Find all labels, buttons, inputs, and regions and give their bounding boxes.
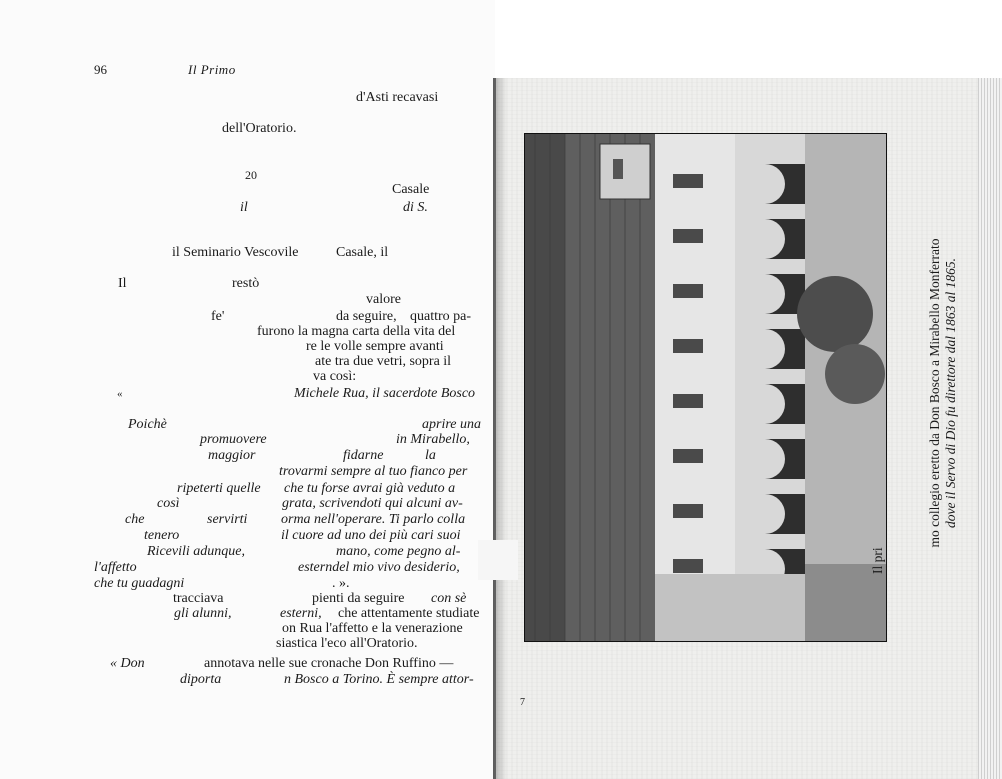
text-line: « Don (110, 656, 145, 671)
text-line: servirti (207, 512, 248, 527)
text-line: da seguire, (336, 309, 397, 324)
text-line: il (240, 200, 248, 215)
text-line: tenero (144, 528, 180, 543)
text-line: Casale (392, 182, 430, 197)
text-line: « (117, 388, 123, 400)
page-mark: 7 (520, 697, 525, 708)
text-line: re le volle sempre avanti (306, 339, 444, 354)
text-line: Casale, il (336, 245, 389, 260)
text-line: fe' (211, 309, 225, 324)
text-line: il cuore ad uno dei più cari suoi (281, 528, 461, 543)
text-line: di S. (403, 200, 428, 215)
text-line: restò (232, 276, 260, 291)
college-photograph (524, 133, 887, 642)
text-line: che attentamente studiate (338, 606, 480, 621)
text-line: . ». (332, 576, 350, 591)
text-line: annotava nelle sue cronache Don Ruffino … (204, 656, 454, 671)
text-line: che (125, 512, 145, 527)
text-line: diporta (180, 672, 222, 687)
text-line: dell'Oratorio. (222, 121, 297, 136)
text-line: fidarne (343, 448, 384, 463)
text-line: promuovere (200, 432, 267, 447)
caption-line-2: dove il Servo di Dio fu direttore dal 18… (943, 257, 958, 529)
text-line: la (425, 448, 436, 463)
text-line: l'affetto (94, 560, 137, 575)
text-line: quattro pa- (410, 309, 472, 324)
text-line: esterndel mio vivo desiderio, (298, 560, 460, 575)
page-edges (978, 78, 1002, 779)
text-line: maggior (208, 448, 256, 463)
text-line: grata, scrivendoti qui alcuni av- (282, 496, 463, 511)
text-line: Poichè (128, 417, 167, 432)
text-line: Michele Rua, il sacerdote Bosco (294, 386, 476, 401)
text-line: ripeterti quelle (177, 481, 261, 496)
text-line: 20 (245, 168, 257, 182)
page-number: 96 (94, 62, 107, 77)
text-line: on Rua l'affetto e la venerazione (282, 621, 463, 636)
text-line: pienti da seguire (312, 591, 405, 606)
running-title: Il Primo (188, 62, 236, 77)
text-line: trovarmi sempre al tuo fianco per (279, 464, 468, 479)
text-line: n Bosco a Torino. È sempre attor- (284, 672, 474, 687)
text-line: siastica l'eco all'Oratorio. (276, 636, 418, 651)
text-line: valore (366, 292, 401, 307)
text-line: così (157, 496, 180, 511)
text-line: aprire una (422, 417, 481, 432)
paste-strip (478, 540, 518, 580)
text-line: d'Asti recavasi (356, 90, 439, 105)
text-line: mano, come pegno al- (336, 544, 461, 559)
left-page (0, 0, 495, 779)
text-line: tracciava (173, 591, 224, 606)
text-line: va così: (313, 369, 357, 384)
text-line: che tu guadagni (94, 576, 185, 591)
text-line: il Seminario Vescovile (172, 245, 299, 260)
book-spine-shadow (493, 78, 507, 779)
text-line: gli alunni, (174, 606, 232, 621)
text-line: ate tra due vetri, sopra il (315, 354, 452, 369)
text-line: Ricevili adunque, (147, 544, 245, 559)
text-line: con sè (431, 591, 467, 606)
text-line: furono la magna carta della vita del (257, 324, 456, 339)
text-line: che tu forse avrai già veduto a (284, 481, 456, 496)
text-line: Il (118, 276, 127, 291)
text-line: in Mirabello, (396, 432, 470, 447)
caption-line-1: mo collegio eretto da Don Bosco a Mirabe… (927, 238, 942, 548)
text-line: orma nell'operare. Ti parlo colla (281, 512, 466, 527)
text-line: esterni, (280, 606, 322, 621)
college-building-illustration (525, 134, 886, 641)
